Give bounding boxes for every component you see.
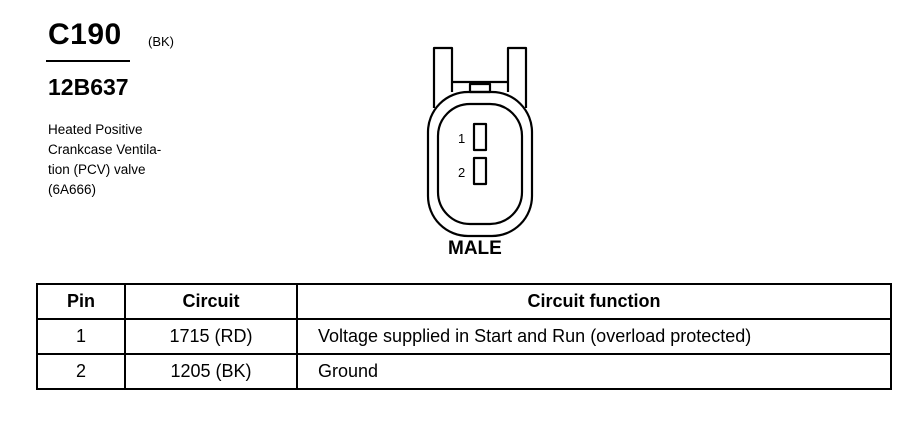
description-line: Crankcase Ventila- <box>48 142 162 157</box>
description-line: tion (PCV) valve <box>48 162 146 177</box>
cell-pin: 2 <box>36 353 126 390</box>
header-pin: Pin <box>36 283 126 320</box>
table-row: 1 1715 (RD) Voltage supplied in Start an… <box>36 318 892 355</box>
pin-label-1: 1 <box>458 131 465 146</box>
latch-arm-left <box>432 46 454 108</box>
pin-slot-2 <box>472 156 488 186</box>
connector-id: C190 <box>48 18 122 51</box>
header-circuit: Circuit <box>124 283 298 320</box>
description-line: Heated Positive <box>48 122 143 137</box>
description-line: (6A666) <box>48 182 97 197</box>
cell-pin: 1 <box>36 318 126 355</box>
latch-arm-right <box>506 46 528 108</box>
color-code: (BK) <box>148 34 174 49</box>
cell-function: Voltage supplied in Start and Run (overl… <box>296 318 892 355</box>
cell-function: Ground <box>296 353 892 390</box>
part-number: 12B637 <box>48 74 129 100</box>
connector-gender: MALE <box>448 238 502 259</box>
cell-circuit: 1715 (RD) <box>124 318 298 355</box>
connector-face-diagram: 1 2 <box>426 46 534 238</box>
connector-description: Heated Positive Crankcase Ventila- tion … <box>48 120 218 200</box>
connector-body-outer <box>426 90 534 238</box>
latch-tab <box>468 82 492 94</box>
table-row: 2 1205 (BK) Ground <box>36 353 892 390</box>
pinout-table: Pin Circuit Circuit function 1 1715 (RD)… <box>36 283 892 390</box>
table-header-row: Pin Circuit Circuit function <box>36 283 892 320</box>
pin-label-2: 2 <box>458 165 465 180</box>
cell-circuit: 1205 (BK) <box>124 353 298 390</box>
title-underline <box>46 60 130 62</box>
pin-slot-1 <box>472 122 488 152</box>
header-circuit-function: Circuit function <box>296 283 892 320</box>
connector-body-inner <box>436 102 524 226</box>
